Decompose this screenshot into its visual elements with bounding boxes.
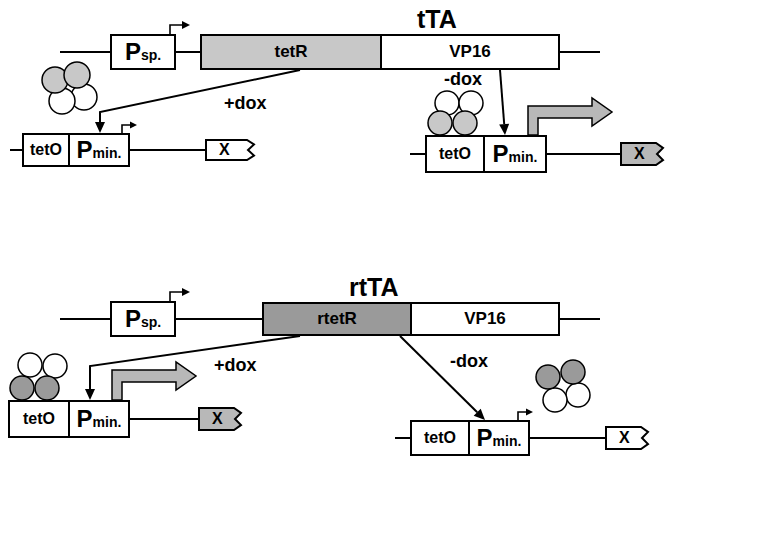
gene-shape bbox=[606, 427, 648, 449]
connector-line bbox=[547, 153, 620, 155]
small-start-arrows bbox=[122, 25, 526, 420]
connector bbox=[130, 419, 198, 420]
tta-protein-free bbox=[42, 62, 97, 114]
gene-shape bbox=[621, 143, 663, 165]
gene-box: X bbox=[198, 407, 242, 431]
gene-shape bbox=[206, 140, 254, 160]
condition-label: -dox bbox=[442, 70, 484, 88]
connector-line bbox=[400, 336, 477, 412]
minimal-promoter-box: Pmin. bbox=[468, 420, 530, 456]
box-label: tetO bbox=[439, 145, 471, 163]
box-label: tetR bbox=[274, 43, 307, 62]
vp16-domain: VP16 bbox=[412, 304, 558, 334]
rtta-protein-bound bbox=[10, 353, 67, 400]
promoter-label: Pmin. bbox=[477, 425, 522, 451]
promoter-label: Pmin. bbox=[493, 141, 538, 167]
fusion-protein-box: rtTArtetRVP16 bbox=[262, 302, 560, 336]
box-label: tetO bbox=[424, 429, 456, 447]
gene-shape bbox=[199, 408, 241, 430]
dna-lines bbox=[10, 52, 600, 438]
arrow-head bbox=[474, 409, 485, 420]
fusion-protein-box: tTAtetRVP16 bbox=[200, 34, 560, 70]
condition-label: +dox bbox=[212, 356, 259, 374]
connector bbox=[130, 150, 205, 151]
promoter-label: Pmin. bbox=[77, 406, 122, 432]
operator-box: tetO bbox=[425, 135, 485, 173]
connector bbox=[85, 336, 300, 400]
connector bbox=[95, 70, 300, 133]
connector-line bbox=[130, 149, 205, 151]
connector-line bbox=[530, 437, 605, 439]
protein-name: tTA bbox=[417, 6, 457, 34]
minimal-promoter-box: Pmin. bbox=[483, 135, 547, 173]
box-label: rtetR bbox=[317, 310, 357, 329]
operator-box: tetO bbox=[22, 133, 70, 167]
box-label: VP16 bbox=[464, 310, 506, 329]
minimal-promoter-box: Pmin. bbox=[68, 400, 130, 438]
gene-box: X bbox=[620, 142, 664, 166]
gene-outline bbox=[205, 139, 255, 161]
operator-box: tetO bbox=[8, 400, 70, 438]
operator-box: tetO bbox=[410, 420, 470, 456]
condition-label: -dox bbox=[448, 352, 490, 370]
tta-protein-bound bbox=[428, 91, 483, 135]
rtetr-domain: rtetR bbox=[264, 304, 412, 334]
box-label: X bbox=[212, 410, 223, 428]
promoter-label: Pmin. bbox=[77, 137, 122, 163]
gene-box: X bbox=[605, 426, 649, 450]
connector-line bbox=[176, 51, 200, 53]
gene-box: X bbox=[205, 139, 255, 161]
protein-name: rtTA bbox=[349, 274, 399, 302]
connector bbox=[176, 52, 200, 53]
arrow-head bbox=[85, 389, 95, 400]
box-label: tetO bbox=[23, 410, 55, 428]
rtta-protein-free bbox=[536, 360, 590, 412]
arrow-head bbox=[499, 124, 509, 135]
connector bbox=[547, 154, 620, 155]
connector bbox=[400, 336, 485, 420]
promoter-box: Psp. bbox=[110, 301, 176, 337]
box-label: X bbox=[634, 145, 645, 163]
box-label: VP16 bbox=[449, 43, 491, 62]
arrow-head bbox=[95, 122, 105, 133]
connector-line bbox=[130, 418, 198, 420]
condition-label: +dox bbox=[222, 94, 269, 112]
promoter-box: Psp. bbox=[110, 34, 176, 70]
box-label: X bbox=[219, 141, 230, 159]
connector bbox=[176, 319, 262, 320]
promoter-label: Psp. bbox=[125, 306, 161, 332]
vp16-domain: VP16 bbox=[382, 36, 558, 68]
connector-line bbox=[100, 70, 300, 122]
minimal-promoter-box: Pmin. bbox=[68, 133, 130, 167]
connector-line bbox=[90, 336, 300, 389]
connector bbox=[530, 438, 605, 439]
connector-line bbox=[176, 318, 262, 320]
box-label: X bbox=[619, 429, 630, 447]
connector bbox=[499, 70, 509, 135]
transcription-arrows bbox=[112, 98, 612, 400]
connector-line bbox=[500, 70, 504, 124]
box-label: tetO bbox=[30, 141, 62, 159]
tetr-domain: tetR bbox=[202, 36, 382, 68]
small-arrow-heads bbox=[130, 21, 533, 416]
promoter-label: Psp. bbox=[125, 39, 161, 65]
